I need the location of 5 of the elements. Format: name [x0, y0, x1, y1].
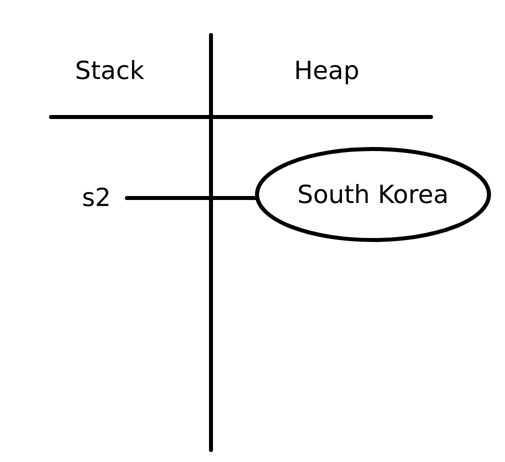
column-heading: Stack	[75, 56, 144, 86]
ellipse-node: South Korea	[255, 147, 491, 242]
connector-line	[124, 196, 257, 200]
variable-name: s2	[82, 183, 111, 213]
column-heading: Heap	[294, 56, 360, 86]
